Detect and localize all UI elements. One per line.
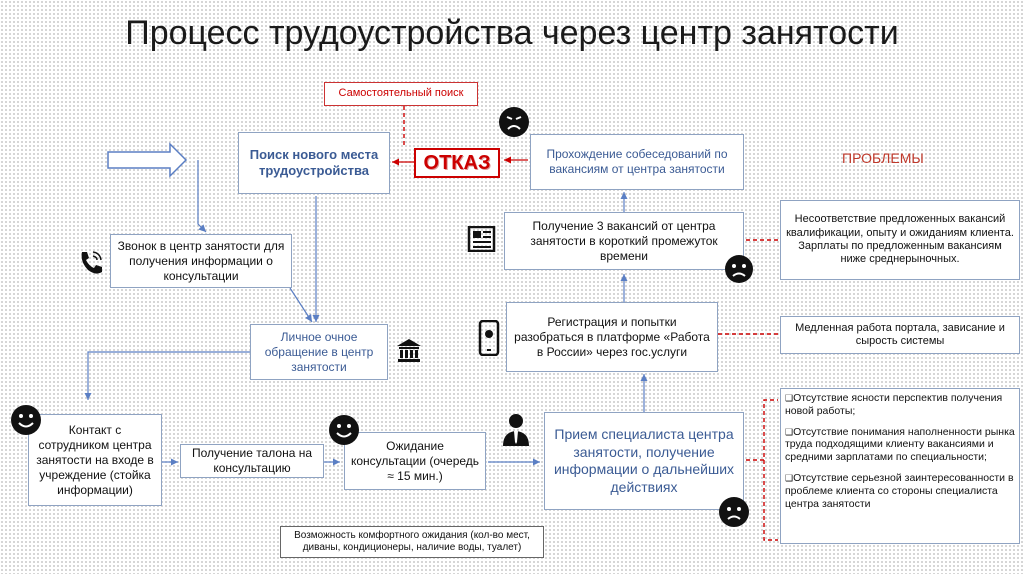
sad-face-icon [499, 107, 529, 137]
problem-item: Отсутствие ясности перспектив получения … [785, 392, 1015, 418]
problems-heading: ПРОБЛЕМЫ [842, 150, 924, 166]
phone-icon [81, 251, 102, 274]
call-center-box: Звонок в центр занятости для получения и… [110, 234, 292, 288]
self-search-box: Самостоятельный поиск [324, 82, 478, 106]
new-job-search-box: Поиск нового места трудоустройства [238, 132, 390, 194]
problem-item: Отсутствие серьезной заинтересованности … [785, 472, 1015, 510]
interviews-box: Прохождение собеседований по вакансиям о… [530, 134, 744, 190]
problem-slow-portal-box: Медленная работа портала, зависание и сы… [780, 316, 1020, 354]
waiting-box: Ожидание консультации (очередь ≈ 15 мин.… [344, 432, 486, 490]
smile-face-icon [329, 415, 359, 445]
specialist-box: Прием специалиста центра занятости, полу… [544, 412, 744, 510]
newspaper-icon [467, 226, 496, 252]
get-ticket-box: Получение талона на консультацию [180, 444, 324, 478]
comfort-box: Возможность комфортного ожидания (кол-во… [280, 526, 544, 558]
rejection-label: ОТКАЗ [414, 148, 500, 178]
problem-list-box: Отсутствие ясности перспектив получения … [780, 388, 1020, 544]
sad-face-icon [725, 255, 753, 283]
personal-visit-box: Личное очное обращение в центр занятости [250, 324, 388, 380]
mobile-phone-icon [478, 320, 500, 356]
three-vacancies-box: Получение 3 вакансий от центра занятости… [504, 212, 744, 270]
sad-face-icon [719, 497, 749, 527]
government-building-icon [397, 339, 421, 362]
contact-staff-box: Контакт с сотрудником центра занятости н… [28, 414, 162, 506]
specialist-person-icon [503, 414, 529, 446]
registration-box: Регистрация и попытки разобраться в плат… [506, 302, 718, 372]
page-title: Процесс трудоустройства через центр заня… [125, 14, 899, 52]
problem-item: Отсутствие понимания наполненности рынка… [785, 426, 1015, 464]
problem-mismatch-box: Несоответствие предложенных вакансий ква… [780, 200, 1020, 280]
smile-face-icon [11, 405, 41, 435]
